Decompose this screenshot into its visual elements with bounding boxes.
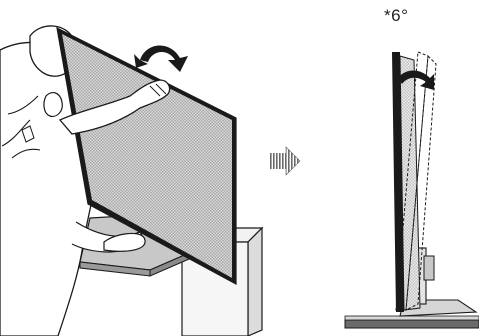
tilt-angle-label: *6° bbox=[384, 6, 409, 25]
curved-rotation-arrow-icon bbox=[134, 45, 188, 72]
floor-plate bbox=[344, 315, 479, 329]
curved-tilt-arrow-icon bbox=[398, 70, 434, 90]
left-scene bbox=[0, 25, 264, 336]
person-arm-upper bbox=[58, 79, 171, 135]
striped-right-arrow-icon bbox=[270, 146, 301, 176]
tv-panel-upright bbox=[392, 52, 421, 312]
right-scene bbox=[344, 51, 479, 329]
person-hand-lower bbox=[103, 232, 146, 252]
tv-panel-tilted-outline bbox=[395, 51, 437, 311]
tv-panel-left bbox=[56, 26, 237, 286]
